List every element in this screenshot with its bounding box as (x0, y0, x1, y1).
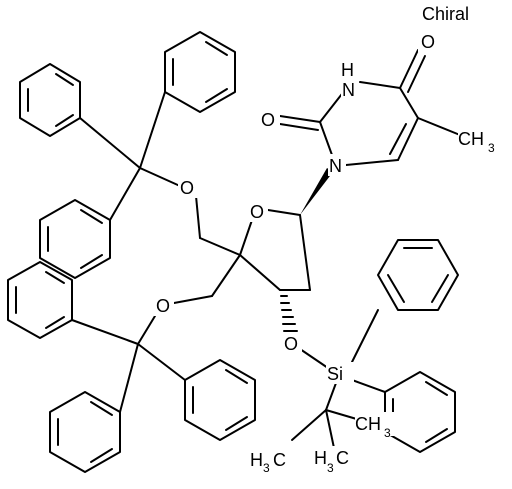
trityl-bonds (71, 91, 186, 413)
phenyl-ring-trityl-upper-bottom (39, 199, 111, 279)
svg-text:CH: CH (355, 414, 381, 434)
svg-text:H: H (341, 60, 354, 80)
wedge-bond-glycosidic (300, 168, 333, 215)
sugar-bonds (173, 195, 311, 304)
svg-text:3: 3 (488, 141, 495, 155)
svg-text:O: O (180, 178, 194, 198)
label-o-carbonyl-top: O (418, 30, 436, 52)
svg-text:H: H (314, 448, 327, 468)
label-nh: H N (340, 58, 359, 100)
svg-text:CH: CH (458, 129, 484, 149)
silyl-bonds (291, 309, 386, 449)
svg-text:Si: Si (327, 364, 343, 384)
svg-text:C: C (336, 448, 349, 468)
label-o-ring: O (248, 200, 268, 222)
hash-bond-3prime-o (280, 295, 298, 332)
phenyl-ring-trityl-lower-left (7, 261, 73, 339)
svg-text:3: 3 (384, 426, 391, 440)
label-si: Si (326, 362, 354, 384)
svg-text:3: 3 (327, 461, 334, 475)
phenyl-ring-trityl-lower-bottom (49, 391, 121, 473)
svg-text:C: C (273, 450, 286, 470)
svg-text:O: O (284, 334, 298, 354)
label-n-glycosidic: N (328, 154, 346, 176)
chiral-label: Chiral (422, 4, 469, 24)
label-tbu-left-methyl: H 3 C (250, 448, 292, 475)
svg-text:H: H (250, 450, 263, 470)
phenyl-ring-trityl-lower-right (184, 359, 256, 441)
svg-text:O: O (421, 32, 435, 52)
svg-text:N: N (329, 156, 342, 176)
svg-text:O: O (156, 296, 170, 316)
thymine-bonds (279, 49, 461, 166)
phenyl-ring-trityl-upper-left (19, 63, 81, 137)
label-methyl: CH 3 (458, 126, 502, 155)
label-o-trityl-upper: O (178, 176, 198, 198)
label-chiral: Chiral (422, 4, 469, 24)
svg-text:N: N (342, 80, 355, 100)
label-tbu-right-methyl: CH 3 (355, 412, 399, 440)
label-o-trityl-lower: O (154, 294, 174, 316)
svg-text:O: O (250, 202, 264, 222)
phenyl-ring-trityl-upper-top (164, 31, 236, 113)
phenyl-ring-silyl-upper (377, 239, 459, 311)
svg-text:O: O (261, 110, 275, 130)
label-o-carbonyl-left: O (260, 108, 280, 130)
label-tbu-bottom-methyl: H 3 C (314, 446, 358, 475)
label-o-silyl: O (282, 332, 302, 354)
svg-text:3: 3 (263, 461, 270, 475)
